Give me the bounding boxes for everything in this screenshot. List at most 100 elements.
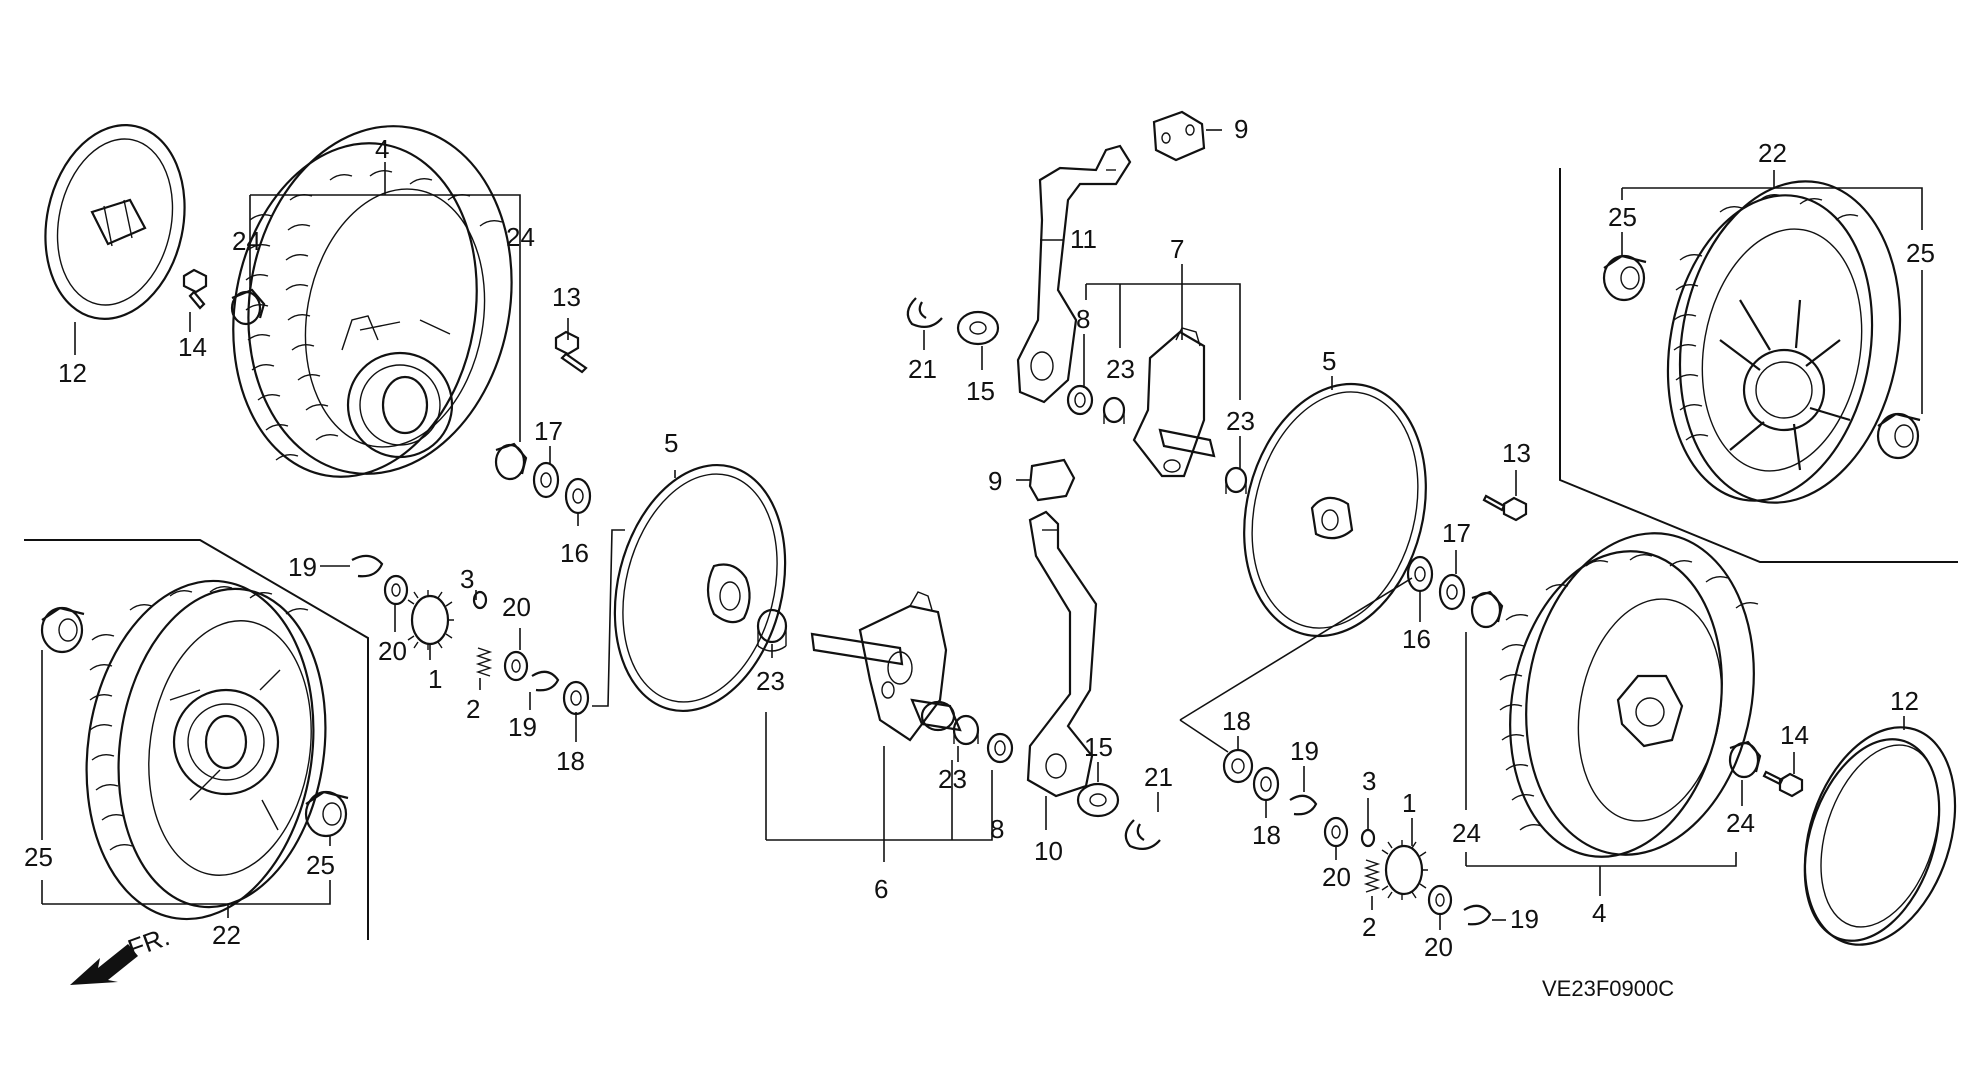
part-5-pulley-right: [1243, 382, 1427, 638]
part-22-wheel-left-lower: [85, 579, 327, 921]
part-23-collar-mid-c: [1102, 396, 1126, 424]
callout-20-left-a: 20: [378, 636, 407, 666]
front-direction-arrow: [70, 944, 138, 985]
callout-2-right: 2: [1362, 912, 1376, 942]
part-19-clip-right-a: [1289, 794, 1318, 816]
callout-23-mid-c: 23: [1106, 354, 1135, 384]
callout-24-right-a: 24: [1452, 818, 1481, 848]
part-21-clip-mid-lower: [1124, 819, 1161, 851]
callout-6: 6: [874, 874, 888, 904]
callout-15-mid-upper: 15: [966, 376, 995, 406]
part-14-bolt-right: [1762, 770, 1804, 798]
callout-7: 7: [1170, 234, 1184, 264]
part-19-clip-left-b: [531, 670, 560, 692]
callout-17-right: 17: [1442, 518, 1471, 548]
part-12-hub-cap-right: [1803, 726, 1957, 946]
callout-1-right: 1: [1402, 788, 1416, 818]
callout-11: 11: [1070, 224, 1097, 254]
part-15-washer-mid-upper: [956, 310, 1000, 346]
part-19-clip-left-a: [351, 554, 384, 578]
part-24-bushing-left-b: [494, 442, 528, 481]
callout-25-left-lower-a: 25: [24, 842, 53, 872]
part-5-pulley-left: [613, 464, 787, 712]
part-6-shift-shaft: [810, 591, 962, 742]
part-17-washer-left: [532, 461, 560, 499]
part-2-spring-right: [1363, 859, 1381, 893]
callout-13-right: 13: [1502, 438, 1531, 468]
callout-8-mid-b: 8: [1076, 304, 1090, 334]
callout-13-left: 13: [552, 282, 581, 312]
callout-4-left: 4: [375, 134, 389, 164]
part-24-bushing-right-a: [1470, 590, 1504, 629]
callout-14-left: 14: [178, 332, 207, 362]
callout-23-mid-d: 23: [1226, 406, 1255, 436]
part-7-arm-assembly: [1132, 327, 1216, 478]
part-19-clip-right-b: [1463, 904, 1492, 926]
part-21-clip-mid-upper: [906, 297, 943, 329]
part-18-washer-right-a: [1222, 748, 1254, 784]
part-9-bracket-mid-upper: [1152, 110, 1206, 162]
part-1-gear-right: [1381, 840, 1428, 900]
callout-18-left: 18: [556, 746, 585, 776]
part-4-rear-wheel-right: [1499, 532, 1759, 858]
part-24-bushing-right-b: [1728, 740, 1762, 779]
part-25-bushing-left-lower-a: [40, 606, 85, 654]
part-20-washer-left-b: [503, 650, 529, 682]
callout-24-right-b: 24: [1726, 808, 1755, 838]
callout-20-left-b: 20: [502, 592, 531, 622]
callout-23-mid-b: 23: [938, 764, 967, 794]
callout-21-mid-upper: 21: [908, 354, 937, 384]
callout-18-right-a: 18: [1222, 706, 1251, 736]
callout-18-right-b: 18: [1252, 820, 1281, 850]
part-20-washer-right-b: [1427, 884, 1453, 916]
callout-24-left-a: 24: [232, 226, 261, 256]
part-24-bushing-left-a: [230, 288, 266, 326]
callout-16-left: 16: [560, 538, 589, 568]
callout-17-left: 17: [534, 416, 563, 446]
part-12-hub-cap-left: [44, 124, 186, 320]
callout-23-mid-a: 23: [756, 666, 785, 696]
part-20-washer-left-a: [383, 574, 409, 606]
callout-1-left: 1: [428, 664, 442, 694]
callout-22-left-lower: 22: [212, 920, 241, 950]
callout-5-right: 5: [1322, 346, 1336, 376]
callout-20-right-b: 20: [1424, 932, 1453, 962]
callout-9-mid-lower: 9: [988, 466, 1002, 496]
part-25-bushing-right-upper-a: [1602, 254, 1647, 302]
front-direction-label: FR.: [124, 921, 174, 964]
callout-10: 10: [1034, 836, 1063, 866]
callout-3-left: 3: [460, 564, 474, 594]
part-16-washer-right: [1406, 555, 1434, 593]
callout-24-left-b: 24: [506, 222, 535, 252]
part-25-bushing-right-upper-b: [1876, 412, 1921, 460]
callout-8-mid-a: 8: [990, 814, 1004, 844]
part-4-rear-wheel-left: [232, 125, 513, 478]
part-3-ball-left: [472, 590, 488, 610]
part-14-bolt-left: [182, 268, 208, 310]
callout-25-right-upper-b: 25: [1906, 238, 1935, 268]
part-13-bolt-right: [1482, 494, 1528, 522]
part-8-nut-mid-b: [1066, 384, 1094, 416]
catalog-code: VE23F0900C: [1542, 976, 1674, 1001]
part-25-bushing-left-lower-b: [304, 790, 349, 838]
callout-22-right-upper: 22: [1758, 138, 1787, 168]
callout-19-right-a: 19: [1290, 736, 1319, 766]
part-17-washer-right: [1438, 573, 1466, 611]
callout-3-right: 3: [1362, 766, 1376, 796]
callout-19-left-a: 19: [288, 552, 317, 582]
callout-19-right-b: 19: [1510, 904, 1539, 934]
part-18-washer-right-b: [1252, 766, 1280, 802]
frame-right-upper: [1559, 168, 1958, 563]
callout-15-mid-lower: 15: [1084, 732, 1113, 762]
callout-5-left: 5: [664, 428, 678, 458]
callout-4-right: 4: [1592, 898, 1606, 928]
part-23-collar-mid-b: [952, 714, 980, 746]
part-15-washer-mid-lower: [1076, 782, 1120, 818]
part-3-ball-right: [1360, 828, 1376, 848]
part-22-wheel-right-upper: [1666, 180, 1902, 504]
callout-21-mid-lower: 21: [1144, 762, 1173, 792]
part-16-washer-left: [564, 477, 592, 515]
callout-labels: 4 24 24 12 14 13 17 16 5 19 20 3 1 2 20 …: [24, 114, 1935, 962]
callout-12-left: 12: [58, 358, 87, 388]
callout-9-mid-upper: 9: [1234, 114, 1248, 144]
